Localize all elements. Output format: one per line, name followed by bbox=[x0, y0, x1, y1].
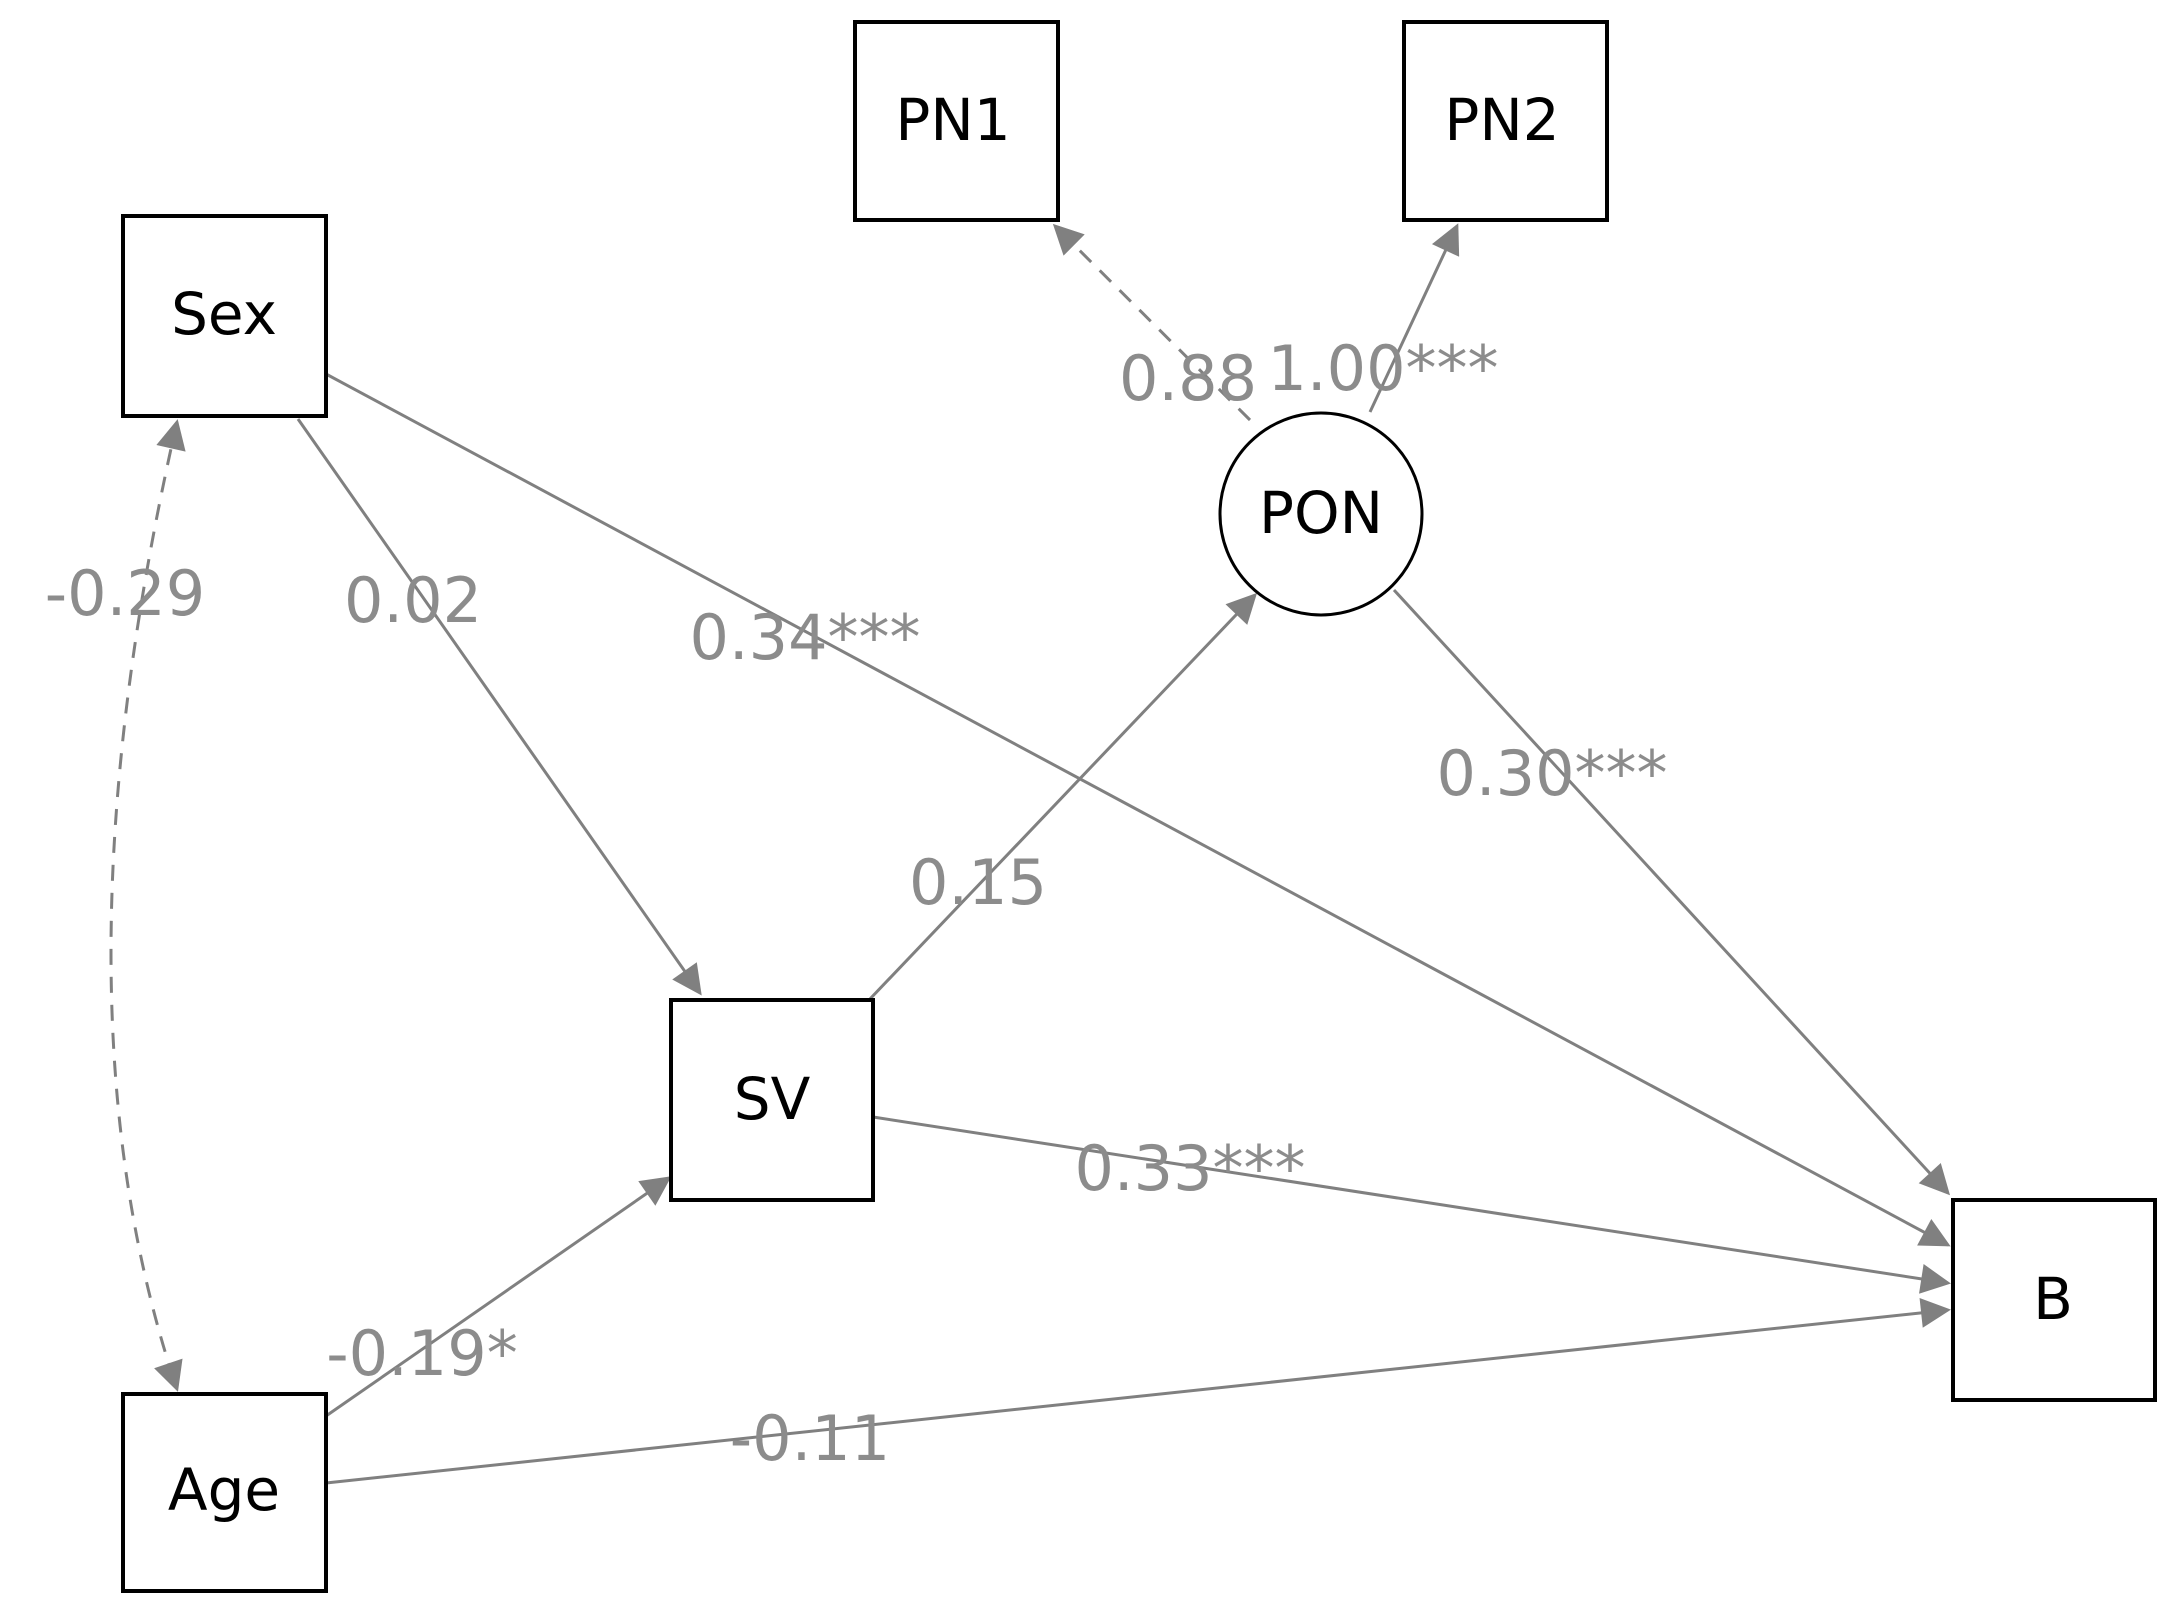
edge-label-pon-b: 0.30*** bbox=[1436, 737, 1667, 810]
edge-label-sex-age: -0.29 bbox=[45, 557, 205, 630]
node-label-b: B bbox=[2033, 1265, 2073, 1333]
edge-label-sex-b: 0.34*** bbox=[689, 601, 920, 674]
edge-sv-b bbox=[872, 1115, 1951, 1294]
node-label-pn2: PN2 bbox=[1444, 86, 1559, 154]
edge-label-pon-pn2: 1.00*** bbox=[1267, 332, 1498, 405]
node-label-sex: Sex bbox=[171, 280, 277, 348]
node-age[interactable]: Age bbox=[121, 1392, 328, 1593]
node-pon[interactable]: PON bbox=[1218, 411, 1424, 617]
node-b[interactable]: B bbox=[1951, 1198, 2157, 1402]
edge-sv-pon bbox=[867, 592, 1258, 1002]
edge-labels: -0.29 0.02 0.34*** -0.19* -0.11 0.15 0.3… bbox=[45, 332, 1668, 1475]
nodes: Sex Age SV PON PN1 PN2 B bbox=[121, 20, 2157, 1593]
node-label-age: Age bbox=[168, 1456, 280, 1524]
edge-age-b bbox=[325, 1297, 1951, 1485]
edge-label-age-sv: -0.19* bbox=[326, 1317, 517, 1390]
edge-sex-age bbox=[109, 419, 186, 1392]
edge-label-sv-pon: 0.15 bbox=[909, 846, 1047, 919]
edge-pon-pn2 bbox=[1368, 223, 1460, 413]
edge-label-age-b: -0.11 bbox=[730, 1402, 890, 1475]
edge-pon-pn1 bbox=[1052, 223, 1252, 422]
edge-label-sv-b: 0.33*** bbox=[1074, 1132, 1305, 1205]
node-sv[interactable]: SV bbox=[669, 998, 875, 1202]
node-label-pn1: PN1 bbox=[895, 86, 1010, 154]
edges bbox=[109, 223, 1951, 1485]
edge-sex-sv bbox=[296, 418, 702, 996]
edge-label-sex-sv: 0.02 bbox=[344, 564, 482, 637]
edge-label-pon-pn1: 0.88 bbox=[1119, 342, 1257, 415]
node-sex[interactable]: Sex bbox=[121, 214, 328, 418]
node-label-pon: PON bbox=[1259, 479, 1383, 547]
edge-pon-b bbox=[1392, 588, 1951, 1196]
edge-sex-b bbox=[325, 372, 1951, 1247]
edge-age-sv bbox=[325, 1176, 672, 1418]
node-pn1[interactable]: PN1 bbox=[853, 20, 1060, 222]
node-label-sv: SV bbox=[734, 1065, 811, 1133]
node-pn2[interactable]: PN2 bbox=[1402, 20, 1609, 222]
